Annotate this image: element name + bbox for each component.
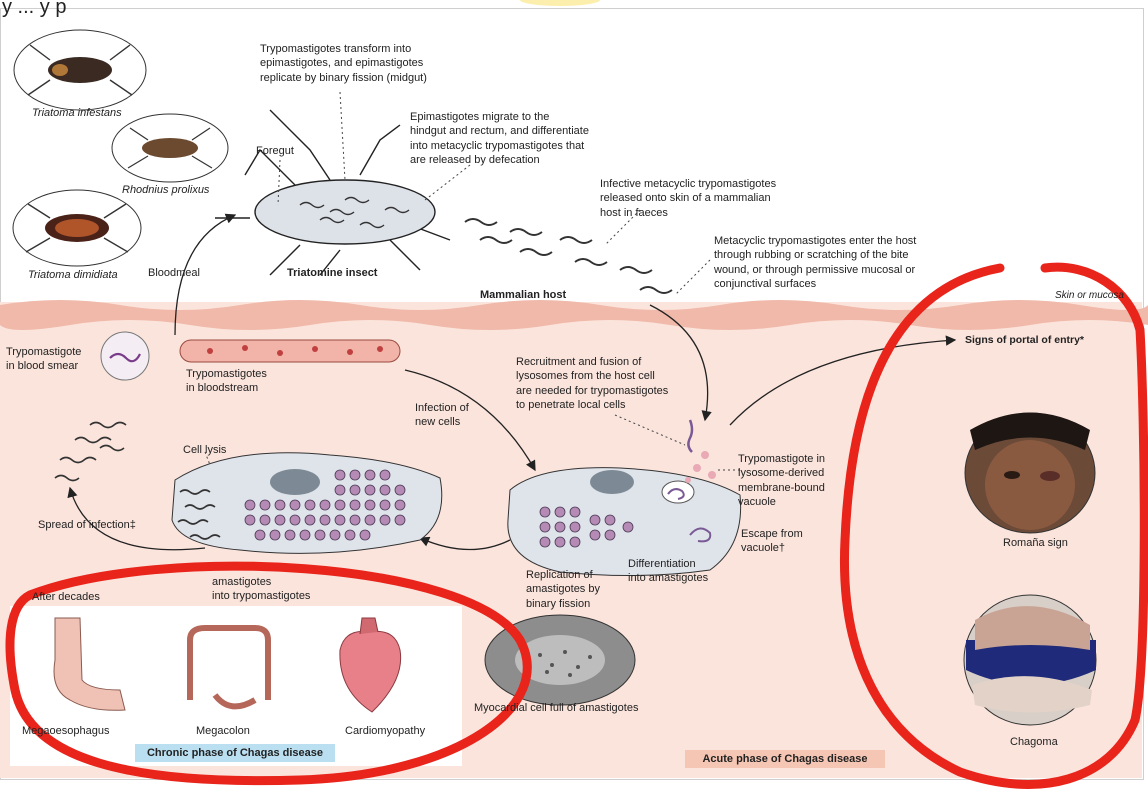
romana-sign-photo (964, 412, 1096, 534)
label-after-decades: After decades (32, 591, 100, 603)
skin-membrane (0, 300, 1148, 330)
label-infection-new-cells: Infection of new cells (415, 402, 469, 429)
blood-vessel (179, 339, 401, 363)
label-megaoesophagus: Megaoesophagus (22, 725, 110, 737)
label-replication: Replication of amastigotes by binary fis… (526, 569, 600, 610)
label-escape: Escape from vacuole† (741, 528, 803, 555)
label-triatomine-insect: Triatomine insect (287, 267, 378, 279)
label-cell-lysis: Cell lysis (183, 444, 227, 456)
leader-lines (204, 91, 740, 479)
insect-photo-prolixus (111, 113, 229, 183)
label-spread: Spread of infection‡ (38, 519, 136, 531)
label-bloodmeal: Bloodmeal (148, 267, 200, 279)
text-enter: Metacyclic trypomastigotes enter the hos… (714, 235, 917, 290)
top-title-fragment: y ... y p (2, 0, 67, 18)
amastigote-grid-right (539, 506, 634, 548)
top-highlight (520, 0, 600, 6)
label-cardiomyopathy: Cardiomyopathy (345, 725, 426, 737)
lysis-trypomastigotes (54, 421, 221, 540)
label-chronic-phase: Chronic phase of Chagas disease (146, 747, 324, 759)
label-rhodnius-prolixus: Rhodnius prolixus (122, 184, 210, 196)
label-romana-sign: Romaña sign (1003, 537, 1068, 549)
acute-phase-box (685, 750, 885, 768)
text-transform: Trypomastigotes transform into epimastig… (260, 43, 427, 84)
insect-photo-dimidiata (12, 189, 142, 267)
label-acute-phase: Acute phase of Chagas disease (702, 753, 868, 765)
label-triatoma-infestans: Triatoma infestans (32, 107, 122, 119)
label-skin-mucosa: Skin or mucosa (1055, 290, 1124, 301)
epimastigotes-in-gut (299, 196, 410, 229)
label-amastigotes-into: amastigotes into trypomastigotes (212, 576, 311, 603)
triatomine-insect-drawing (215, 109, 451, 276)
insect-photo-infestans (13, 29, 147, 111)
lysosomes (685, 451, 716, 483)
label-myocardial: Myocardial cell full of amastigotes (474, 702, 639, 714)
newly-infected-cell (507, 467, 742, 577)
text-infective: Infective metacyclic trypomastigotes rel… (600, 178, 777, 219)
label-mammalian-host: Mammalian host (480, 289, 567, 301)
heart-illustration (339, 617, 402, 713)
entering-trypomastigote (687, 419, 694, 453)
label-triatoma-dimidiata: Triatoma dimidiata (28, 269, 118, 281)
megacolon-illustration (187, 625, 271, 710)
flow-arrows (67, 213, 957, 551)
label-blood-smear: Trypomastigote in blood smear (6, 346, 82, 373)
label-portal-entry: Signs of portal of entry* (965, 334, 1085, 346)
blood-smear-circle (100, 331, 150, 381)
chagoma-photo (963, 594, 1097, 726)
label-megacolon: Megacolon (196, 725, 250, 737)
label-bloodstream: Trypomastigotes in bloodstream (186, 368, 267, 395)
amastigote-grid-left (244, 469, 406, 541)
label-foregut: Foregut (256, 145, 294, 157)
label-vacuole: Trypomastigote in lysosome-derived membr… (738, 453, 826, 508)
label-chagoma: Chagoma (1010, 736, 1058, 748)
red-annotation-chronic (5, 561, 532, 786)
chronic-phase-box (135, 744, 335, 762)
text-migrate: Epimastigotes migrate to the hindgut and… (410, 111, 589, 166)
red-annotation-acute (839, 262, 1148, 789)
metacyclic-trypomastigotes (464, 218, 673, 294)
text-recruitment: Recruitment and fusion of lysosomes from… (516, 356, 669, 411)
label-differentiation: Differentiation into amastigotes (628, 558, 709, 585)
megaoesophagus-illustration (53, 617, 126, 711)
